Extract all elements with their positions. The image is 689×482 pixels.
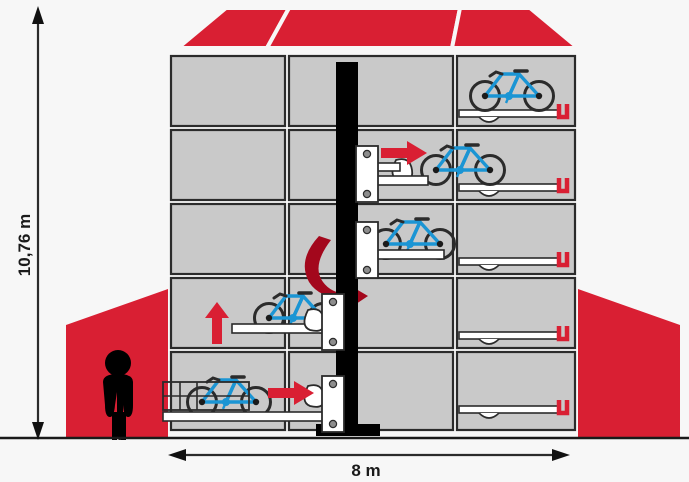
red-roof bbox=[172, 6, 584, 50]
storage-cell bbox=[169, 202, 287, 276]
lift-carriage-row3 bbox=[355, 221, 379, 279]
storage-cell bbox=[287, 54, 455, 128]
lift-carriage-row4 bbox=[321, 293, 345, 351]
lift-carriage-row5 bbox=[321, 375, 345, 433]
height-dimension bbox=[32, 6, 44, 440]
width-dimension bbox=[168, 449, 570, 461]
person-silhouette bbox=[103, 350, 133, 440]
storage-cell bbox=[169, 128, 287, 202]
width-label: 8 m bbox=[351, 461, 380, 480]
storage-cell bbox=[169, 54, 287, 128]
storage-cell bbox=[169, 276, 287, 350]
storage-cell bbox=[455, 350, 577, 432]
lift-carriage-row2 bbox=[355, 145, 379, 203]
height-label: 10,76 m bbox=[15, 214, 34, 276]
right-red-wing bbox=[578, 289, 680, 438]
